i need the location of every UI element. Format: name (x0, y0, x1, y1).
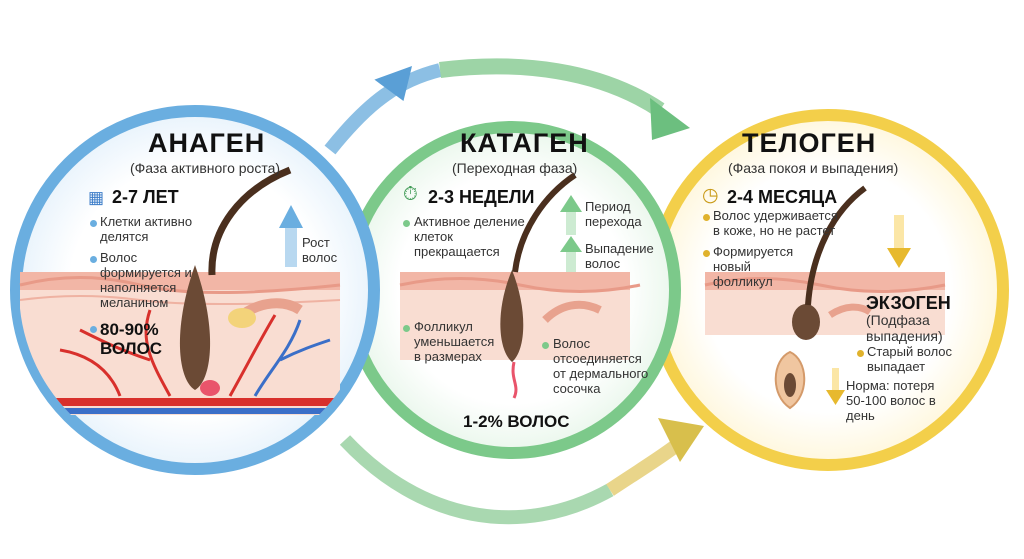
catagen-title: КАТАГЕН (460, 128, 589, 158)
calendar-icon: ▦ (88, 188, 105, 207)
exogen-norm: Норма: потеря 50-100 волос в день (846, 378, 936, 423)
cycle-arrow-top (324, 58, 690, 155)
anagen-share-line-1: 80-90% (100, 320, 159, 339)
anagen-growth-arrow (279, 205, 303, 267)
anagen-skin-section (19, 265, 341, 415)
exogen-subtitle: (Подфаза выпадения) (866, 312, 943, 344)
shedding-arrow (560, 236, 582, 272)
catagen-arrow-1-label: Период перехода (585, 199, 642, 229)
catagen-subtitle: (Переходная фаза) (452, 160, 578, 176)
clock-icon: ◷ (702, 185, 719, 206)
catagen-hair-shaft (512, 172, 577, 273)
catagen-point-1: Активное деление клеток прекращается (414, 214, 525, 259)
exogen-down-arrow (826, 368, 845, 405)
telogen-point-1: Волос удерживается в коже, но не растет (713, 208, 838, 238)
bullet-icon (403, 220, 410, 227)
exogen-title: ЭКЗОГЕН (866, 293, 951, 313)
bullet-icon (90, 220, 97, 227)
anagen-share-line-2: ВОЛОС (100, 339, 163, 358)
telogen-down-arrow (887, 215, 911, 268)
exogen-follicle (774, 350, 806, 410)
transition-arrow (560, 195, 582, 235)
anagen-title: АНАГЕН (148, 128, 266, 158)
bullet-icon (857, 350, 864, 357)
catagen-duration: 2-3 НЕДЕЛИ (428, 187, 535, 207)
timer-icon: ⏱ (403, 184, 418, 205)
telogen-point-2: Формируется новый фолликул (713, 244, 794, 289)
anagen-point-2: Волос формируется и наполняется меланино… (100, 250, 192, 310)
anagen-hair-shaft (208, 166, 292, 276)
telogen-skin-section (704, 272, 946, 340)
telogen-hair-shaft (805, 185, 867, 306)
cycle-arrow-bottom (339, 418, 704, 525)
telogen-duration: 2-4 МЕСЯЦА (727, 187, 838, 207)
anagen-subtitle: (Фаза активного роста) (130, 160, 281, 176)
bullet-icon (90, 326, 97, 333)
anagen-arrow-label: Рост волос (302, 235, 338, 265)
catagen-point-3: Волос отсоединяется от дермального сосоч… (553, 336, 649, 396)
catagen-skin-section (399, 270, 641, 399)
bullet-icon (90, 256, 97, 263)
catagen-arrow-2-label: Выпадение волос (585, 241, 654, 271)
bullet-icon (542, 342, 549, 349)
telogen-title: ТЕЛОГЕН (742, 128, 877, 158)
catagen-point-2: Фолликул уменьшается в размерах (414, 319, 495, 364)
exogen-point-1: Старый волос выпадает (867, 344, 953, 374)
anagen-duration: 2-7 ЛЕТ (112, 187, 179, 207)
bullet-icon (403, 325, 410, 332)
bullet-icon (703, 214, 710, 221)
bullet-icon (703, 250, 710, 257)
anagen-point-1: Клетки активно делятся (100, 214, 193, 244)
catagen-share: 1-2% ВОЛОС (463, 412, 570, 431)
telogen-subtitle: (Фаза покоя и выпадения) (728, 160, 899, 176)
